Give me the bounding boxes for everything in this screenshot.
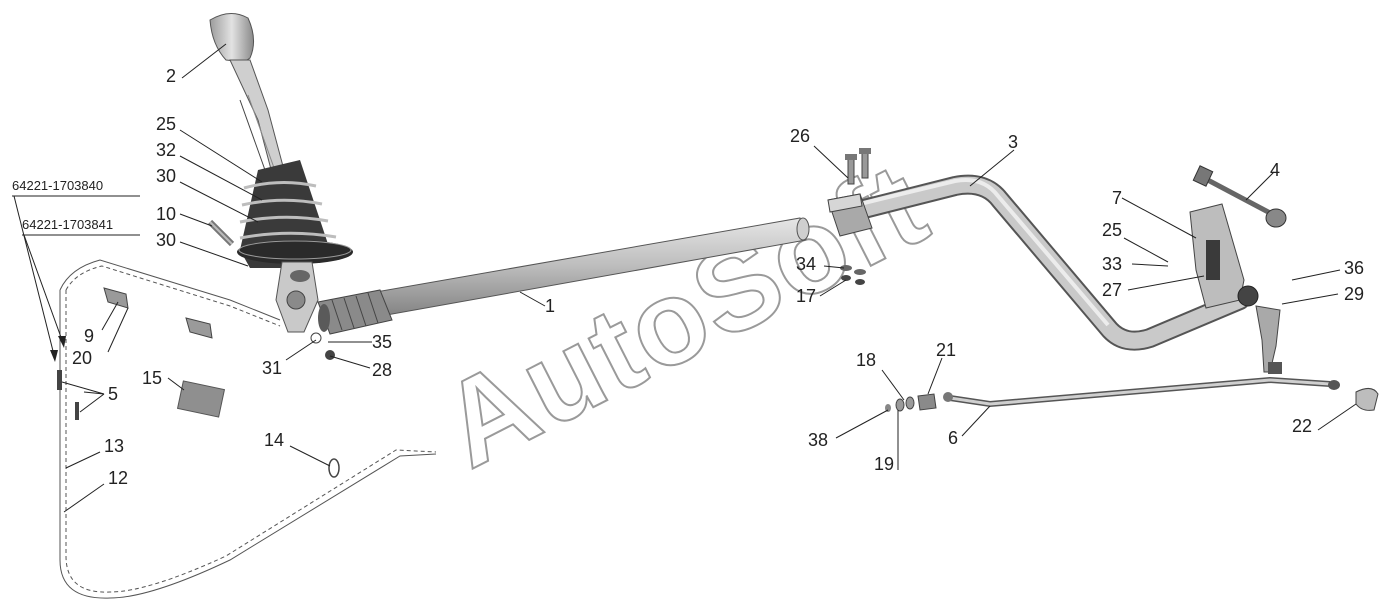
- cable-clips: [103, 287, 340, 478]
- callout-38: 38: [808, 430, 828, 450]
- callout-15: 15: [142, 368, 162, 388]
- callout-2: 2: [166, 66, 176, 86]
- callout-25-right: 25: [1102, 220, 1122, 240]
- callout-22: 22: [1292, 416, 1312, 436]
- callout-33: 33: [1102, 254, 1122, 274]
- callout-25: 25: [156, 114, 176, 134]
- part-code-2-text: 64221-1703841: [22, 217, 113, 232]
- callout-27: 27: [1102, 280, 1122, 300]
- callout-5: 5: [108, 384, 118, 404]
- rod-clamp: [827, 148, 873, 285]
- mount-bracket: [1189, 203, 1282, 374]
- callout-numbers: 2 25 32 30 10 30 9 20 5 15 13 12 14 31 3…: [72, 66, 1364, 488]
- nut-28: [325, 350, 335, 360]
- shift-rod: [317, 217, 810, 335]
- callout-3: 3: [1008, 132, 1018, 152]
- part-code-2: 64221-1703841: [22, 217, 140, 348]
- callout-31: 31: [262, 358, 282, 378]
- callout-14: 14: [264, 430, 284, 450]
- rod-bellows: [317, 289, 393, 335]
- callout-17: 17: [796, 286, 816, 306]
- callout-30: 30: [156, 166, 176, 186]
- callout-32: 32: [156, 140, 176, 160]
- callout-18: 18: [856, 350, 876, 370]
- watermark: AutoSoft: [421, 137, 947, 494]
- small-parts-group: [885, 388, 1379, 412]
- leader-lines: [61, 43, 1357, 513]
- callout-29: 29: [1344, 284, 1364, 304]
- rod-6: [943, 376, 1340, 408]
- callout-36: 36: [1344, 258, 1364, 278]
- callout-26: 26: [790, 126, 810, 146]
- lever-housing: [275, 261, 319, 333]
- callout-7: 7: [1112, 188, 1122, 208]
- bolt-10: [207, 219, 235, 247]
- link-rod-4: [1192, 165, 1287, 228]
- callout-4: 4: [1270, 160, 1280, 180]
- callout-1: 1: [545, 296, 555, 316]
- callout-20: 20: [72, 348, 92, 368]
- part-code-1-text: 64221-1703840: [12, 178, 103, 193]
- callout-34: 34: [796, 254, 816, 274]
- callout-13: 13: [104, 436, 124, 456]
- rubber-boot: [237, 160, 353, 268]
- washer-31: [310, 332, 322, 344]
- callout-6: 6: [948, 428, 958, 448]
- callout-21: 21: [936, 340, 956, 360]
- callout-35: 35: [372, 332, 392, 352]
- callout-10: 10: [156, 204, 176, 224]
- callout-30: 30: [156, 230, 176, 250]
- callout-19: 19: [874, 454, 894, 474]
- plate-15: [176, 380, 226, 418]
- callout-9: 9: [84, 326, 94, 346]
- part-code-1: 64221-1703840: [12, 178, 140, 362]
- bent-rod: [850, 174, 1250, 351]
- cable-sheath: [57, 259, 437, 599]
- callout-28: 28: [372, 360, 392, 380]
- callout-12: 12: [108, 468, 128, 488]
